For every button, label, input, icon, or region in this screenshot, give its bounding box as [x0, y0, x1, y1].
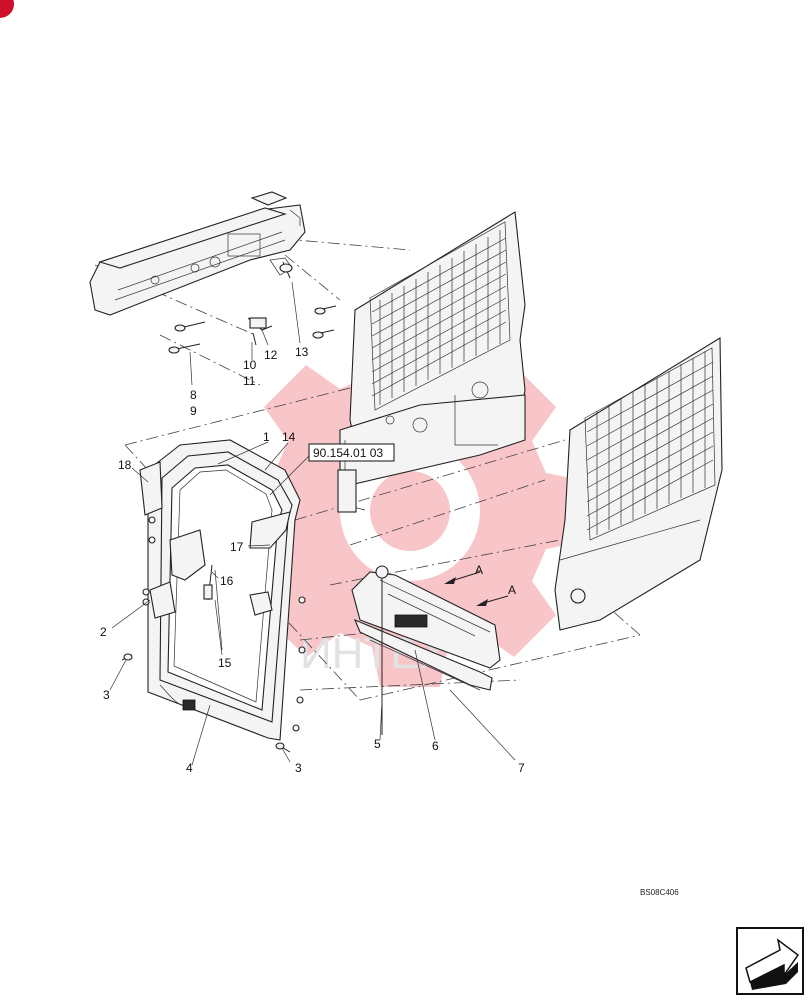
- callout-7: 7: [518, 761, 525, 775]
- callout-18: 18: [118, 458, 132, 472]
- reference-box-text: 90.154.01 03: [313, 446, 383, 460]
- callout-5: 5: [374, 737, 381, 751]
- callout-6: 6: [432, 739, 439, 753]
- callout-3-right: 3: [295, 761, 302, 775]
- side-grille-panel: [554, 337, 723, 631]
- door-frame-assembly: [121, 439, 306, 753]
- callout-17: 17: [230, 540, 244, 554]
- callout-3-left: 3: [103, 688, 110, 702]
- callout-14: 14: [282, 430, 296, 444]
- view-arrow-a-1: A: [475, 563, 483, 577]
- callout-leaders: [109, 441, 383, 766]
- callout-2: 2: [100, 625, 107, 639]
- callout-11: 11: [243, 374, 256, 388]
- rear-grille-panel: [337, 211, 526, 513]
- arrow-right-icon: [745, 938, 800, 990]
- drawing-code: BS08C406: [640, 888, 679, 897]
- callout-8: 8: [190, 388, 197, 402]
- callout-16: 16: [220, 574, 234, 588]
- callout-10: 10: [243, 358, 257, 372]
- red-circle-icon: [0, 0, 14, 18]
- callout-12: 12: [264, 348, 278, 362]
- callout-15: 15: [218, 656, 232, 670]
- callout-1: 1: [263, 430, 270, 444]
- beam-fasteners: [168, 261, 337, 386]
- reference-box[interactable]: [308, 443, 395, 462]
- lower-step-assembly: [351, 565, 516, 761]
- callout-9: 9: [190, 404, 197, 418]
- callout-4: 4: [186, 761, 193, 775]
- next-page-button[interactable]: [736, 927, 804, 995]
- upper-beam-assembly: [89, 191, 306, 316]
- view-arrow-a-2: A: [508, 583, 516, 597]
- callout-13: 13: [295, 345, 309, 359]
